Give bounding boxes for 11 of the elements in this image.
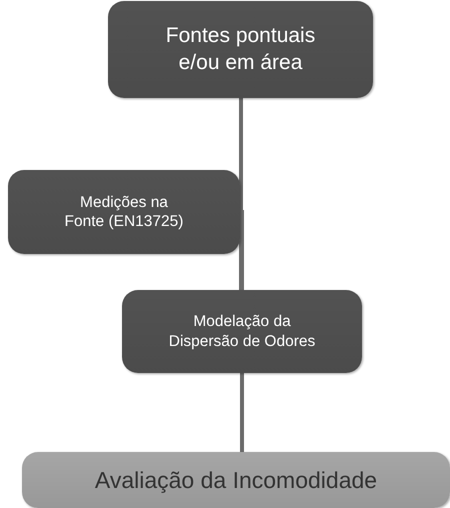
connector-line (240, 373, 244, 452)
box-label: Avaliação da Incomodidade (94, 466, 378, 494)
process-box (122, 290, 362, 373)
connector-line (239, 98, 243, 290)
process-box (8, 170, 240, 254)
process-box (22, 452, 450, 508)
connector-line (240, 210, 244, 290)
box-label: Modelação da Dispersão de Odores (168, 312, 316, 351)
box-label: Fontes pontuais e/ou em área (164, 23, 316, 76)
box-label: Medições na Fonte (EN13725) (64, 192, 184, 232)
process-box (108, 1, 373, 98)
